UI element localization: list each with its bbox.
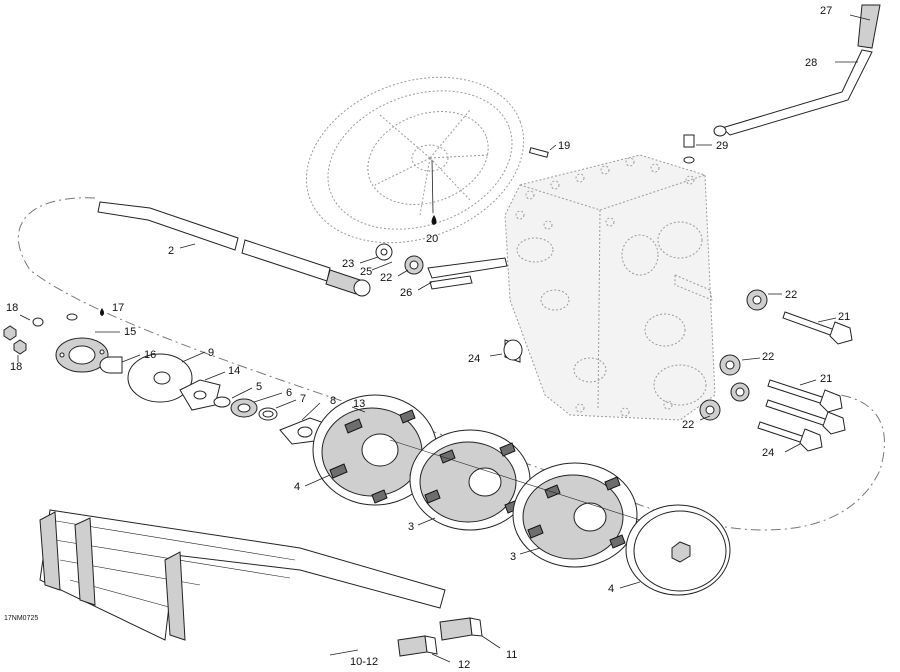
callout-8: 8: [330, 395, 336, 407]
callout-4b: 4: [608, 583, 614, 595]
callout-16: 16: [144, 349, 156, 361]
callout-18a: 18: [6, 302, 18, 314]
callout-22d: 22: [682, 419, 694, 431]
callout-27: 27: [820, 5, 832, 17]
track-10-12: [39, 509, 446, 641]
callout-22a: 22: [380, 272, 392, 284]
gearbox-housing: [504, 154, 716, 421]
callout-17: 17: [112, 302, 124, 314]
callout-21a: 21: [838, 311, 850, 323]
shaft-2: [97, 201, 371, 297]
callout-24a: 24: [468, 353, 480, 365]
callout-5: 5: [256, 381, 262, 393]
bearing-16: [99, 356, 123, 374]
callout-22c: 22: [762, 351, 774, 363]
callout-19: 19: [558, 140, 570, 152]
bearing-22b: [746, 289, 768, 311]
callout-2: 2: [168, 245, 174, 257]
flange-14: [179, 379, 221, 411]
plate-9: [127, 353, 193, 403]
sprocket-3a: [409, 429, 531, 531]
callout-11: 11: [506, 649, 517, 661]
callout-7: 7: [300, 393, 306, 405]
callout-24b: 24: [762, 447, 774, 459]
seal-5: [213, 396, 231, 408]
bolt-21b: [767, 379, 843, 413]
bearing-housing-15: [55, 337, 109, 373]
bearing-6: [230, 398, 258, 418]
callout-3b: 3: [510, 551, 516, 563]
bolt-24b: [757, 399, 846, 452]
callout-25: 25: [360, 266, 372, 278]
bearing-22c: [719, 354, 741, 376]
sprocket-3b: [512, 462, 638, 568]
nut-18a: [3, 325, 17, 341]
callout-13: 13: [353, 398, 365, 410]
callout-28: 28: [805, 57, 817, 69]
lube-drop-icon: [431, 215, 437, 225]
clip-11: [439, 617, 483, 641]
pin-19: [528, 147, 549, 158]
diagram-code: 17NM0725: [4, 615, 38, 622]
callout-18b: 18: [10, 361, 22, 373]
callout-21b: 21: [820, 373, 832, 385]
fitting-29: [683, 134, 695, 164]
bearing-22d: [699, 382, 750, 421]
callout-6: 6: [286, 387, 292, 399]
link-26: [427, 257, 508, 290]
callout-9: 9: [208, 347, 214, 359]
callout-14: 14: [228, 365, 240, 377]
clip-12: [397, 635, 438, 657]
shift-lever: [713, 4, 881, 137]
callout-23: 23: [342, 258, 354, 270]
wheel-4b: [625, 504, 731, 596]
callout-26: 26: [400, 287, 412, 299]
lube-drop-icon: [100, 308, 104, 316]
callout-4a: 4: [294, 481, 300, 493]
callout-20: 20: [426, 233, 438, 245]
callout-3a: 3: [408, 521, 414, 533]
bolt-21a: [782, 311, 853, 345]
callout-22b: 22: [785, 289, 797, 301]
callout-29: 29: [716, 140, 728, 152]
callout-12: 12: [458, 659, 470, 671]
nut-18b: [13, 339, 27, 355]
callout-10-12: 10-12: [350, 656, 378, 668]
sprocket-4a: [312, 394, 438, 506]
ghost-pulley: [305, 76, 525, 244]
callout-15: 15: [124, 326, 136, 338]
